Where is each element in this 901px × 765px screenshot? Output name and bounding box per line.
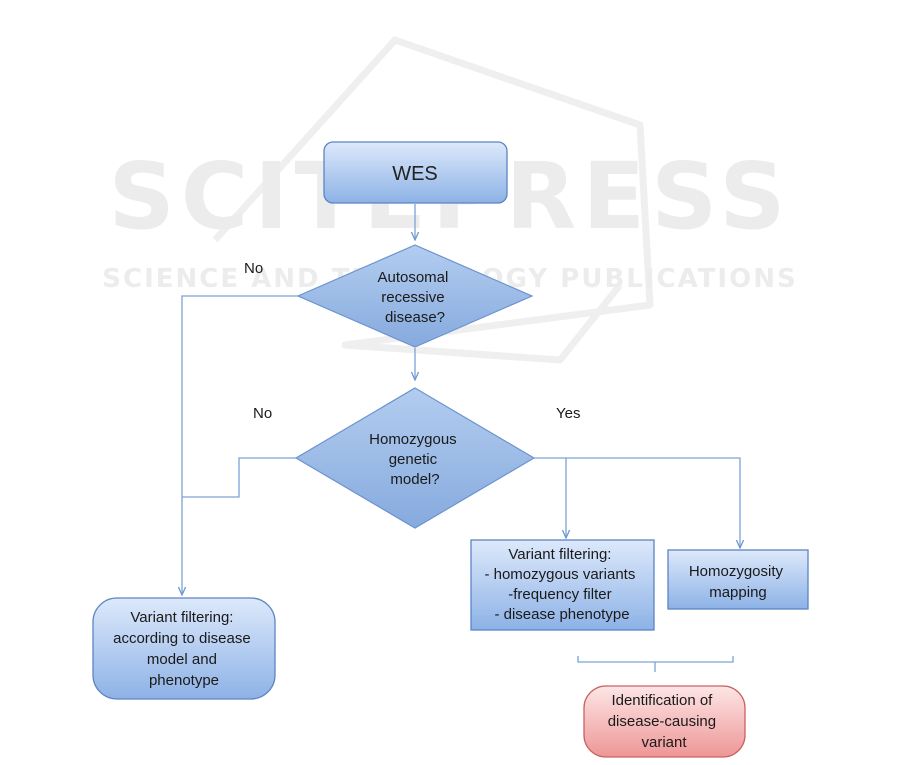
identification-line-3: variant — [641, 734, 687, 751]
autosomal-label: Autosomal recessive disease? — [377, 269, 452, 326]
connector-homozygous-yes — [534, 457, 740, 548]
homozygous-decision — [294, 387, 536, 529]
watermark-swoosh — [212, 36, 654, 364]
filter-left-label: Variant filtering: according to disease … — [113, 609, 255, 689]
wes-label: WES — [392, 163, 438, 185]
filter-right-line-3: -frequency filter — [508, 586, 611, 603]
autosomal-line-1: Autosomal — [377, 269, 448, 286]
mapping-box — [667, 549, 809, 610]
identification-line-1: Identification of — [611, 692, 713, 709]
filter-left-line-3: model and — [147, 651, 217, 668]
filter-left-box — [92, 597, 276, 700]
mapping-label: Homozygosity mapping — [689, 563, 787, 601]
identification-label: Identification of disease-causing varian… — [608, 692, 721, 751]
homozygous-line-1: Homozygous — [369, 431, 457, 448]
wes-box — [323, 141, 508, 204]
edge-label-homozygous-yes: Yes — [556, 405, 580, 422]
filter-right-line-1: Variant filtering: — [508, 546, 611, 563]
connectors — [182, 204, 740, 672]
filter-right-label: Variant filtering: - homozygous variants… — [484, 546, 639, 623]
homozygous-line-2: genetic — [389, 451, 438, 468]
filter-left-line-1: Variant filtering: — [130, 609, 233, 626]
autosomal-decision — [296, 244, 534, 348]
autosomal-line-3: disease? — [385, 309, 445, 326]
homozygous-line-3: model? — [390, 471, 439, 488]
connector-autosomal-no — [182, 295, 298, 595]
result-brace — [577, 656, 734, 672]
filter-right-line-2: - homozygous variants — [484, 566, 635, 583]
mapping-line-1: Homozygosity — [689, 563, 784, 580]
identification-box — [583, 685, 746, 758]
identification-line-2: disease-causing — [608, 713, 716, 730]
mapping-line-2: mapping — [709, 584, 767, 601]
edge-label-autosomal-no: No — [244, 260, 263, 277]
filter-left-line-4: phenotype — [149, 672, 219, 689]
autosomal-line-2: recessive — [381, 289, 444, 306]
filter-left-line-2: according to disease — [113, 630, 251, 647]
filter-right-box — [470, 539, 655, 631]
edge-label-homozygous-no: No — [253, 405, 272, 422]
connector-homozygous-no — [182, 457, 296, 498]
homozygous-label: Homozygous genetic model? — [369, 431, 461, 488]
filter-right-line-4: - disease phenotype — [494, 606, 629, 623]
